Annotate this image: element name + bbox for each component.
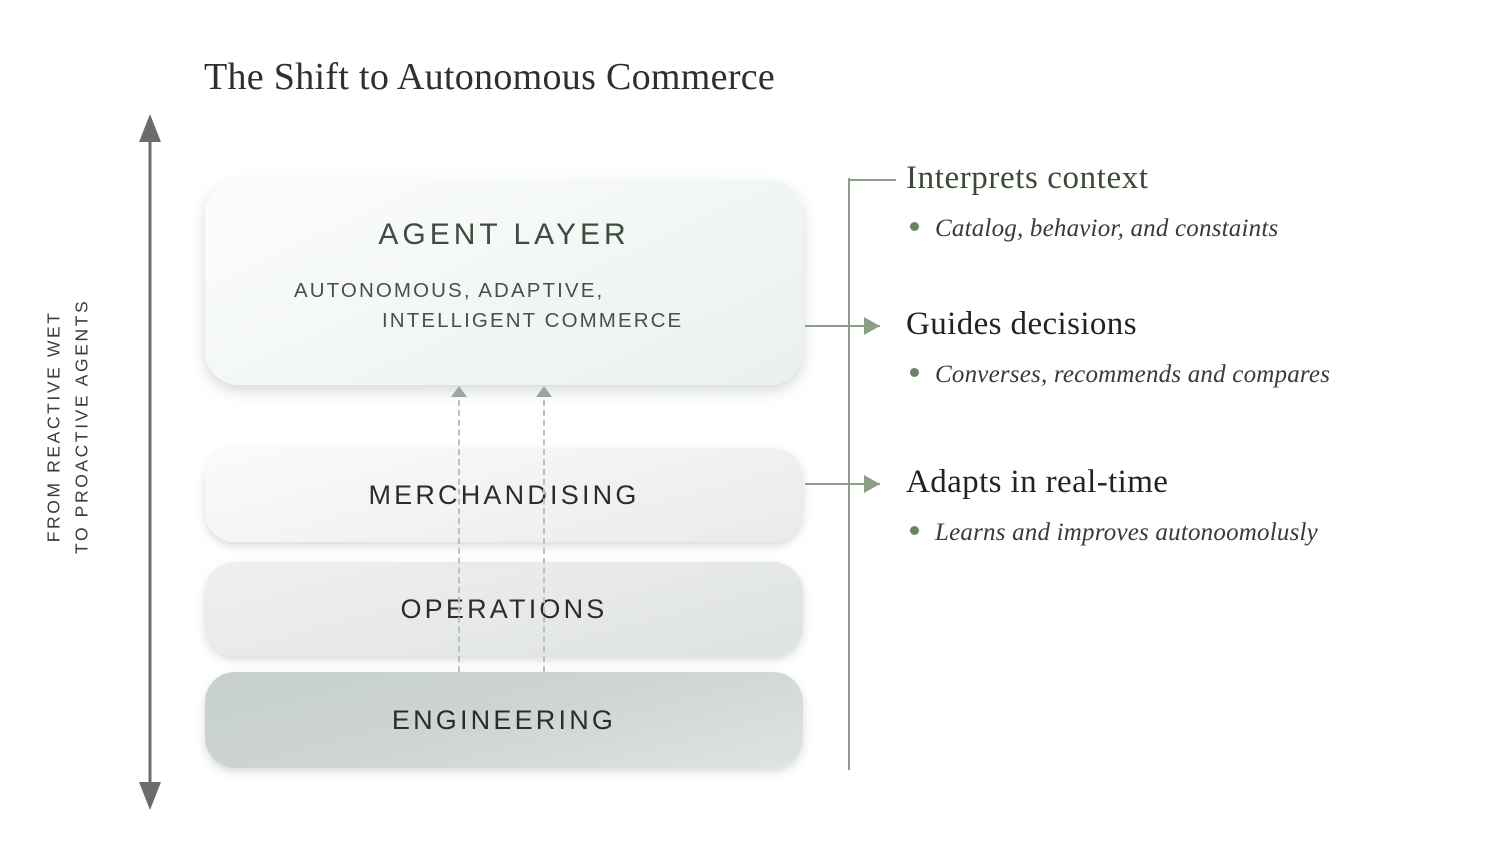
agent-subtitle-line-2: INTELLIGENT COMMERCE — [382, 308, 684, 332]
layer-box-merchandising[interactable]: MERCHANDISING — [205, 448, 803, 542]
callout-heading-1: Interprets context — [906, 160, 1149, 196]
callout-bullet-text-3: Learns and improves autonoomolusly — [935, 519, 1318, 546]
agent-subtitle-line-1: AUTONOMOUS, ADAPTIVE, — [294, 279, 605, 302]
layer-box-agent[interactable]: AGENT LAYER AUTONOMOUS, ADAPTIVE, INTELL… — [205, 180, 803, 385]
arrow-up-icon — [139, 114, 161, 142]
bullet-dot-icon — [910, 222, 919, 231]
callout-arrow-2-icon — [864, 317, 880, 335]
callout-heading-2: Guides decisions — [906, 306, 1137, 342]
layer-box-engineering[interactable]: ENGINEERING — [205, 672, 803, 768]
layer-title-engineering: ENGINEERING — [391, 704, 617, 735]
dashed-connector-left — [458, 400, 462, 672]
axis-label: FROM REACTIVE WET TO PROACTIVE AGENTS — [43, 298, 92, 554]
callout-heading-3: Adapts in real-time — [906, 464, 1169, 500]
callout-connector-1 — [848, 179, 896, 181]
layer-title-merchandising: MERCHANDISING — [368, 479, 640, 510]
bullet-dot-icon — [910, 526, 919, 535]
dashed-connector-right — [543, 400, 547, 672]
callout-bullet-2: Converses, recommends and compares — [906, 361, 1466, 389]
arrow-down-icon — [139, 782, 161, 810]
callout-bullet-text-2: Converses, recommends and compares — [935, 361, 1331, 388]
callout-connector-3 — [805, 483, 880, 485]
page-title: The Shift to Autonomous Commerce — [204, 56, 776, 98]
layer-box-operations[interactable]: OPERATIONS — [205, 562, 803, 656]
dashed-arrow-up-left-icon — [451, 386, 467, 397]
callout-bullet-3: Learns and improves autonoomolusly — [906, 519, 1466, 547]
progression-axis-arrow — [139, 114, 161, 810]
callout-adapts-real-time: Adapts in real-time Learns and improves … — [906, 464, 1466, 547]
callout-bullet-1: Catalog, behavior, and constaints — [906, 215, 1466, 243]
callout-connector-2 — [805, 325, 880, 327]
callout-guides-decisions: Guides decisions Converses, recommends a… — [906, 306, 1466, 389]
callout-bullet-text-1: Catalog, behavior, and constaints — [935, 215, 1279, 242]
dashed-arrow-up-right-icon — [536, 386, 552, 397]
layer-title-operations: OPERATIONS — [400, 593, 608, 624]
callout-interprets-context: Interprets context Catalog, behavior, an… — [906, 160, 1466, 243]
layer-title-agent: AGENT LAYER — [378, 218, 630, 251]
callout-spine — [848, 178, 850, 770]
bullet-dot-icon — [910, 368, 919, 377]
callout-arrow-3-icon — [864, 475, 880, 493]
layer-subtitle-agent: AUTONOMOUS, ADAPTIVE, INTELLIGENT COMMER… — [294, 276, 764, 335]
